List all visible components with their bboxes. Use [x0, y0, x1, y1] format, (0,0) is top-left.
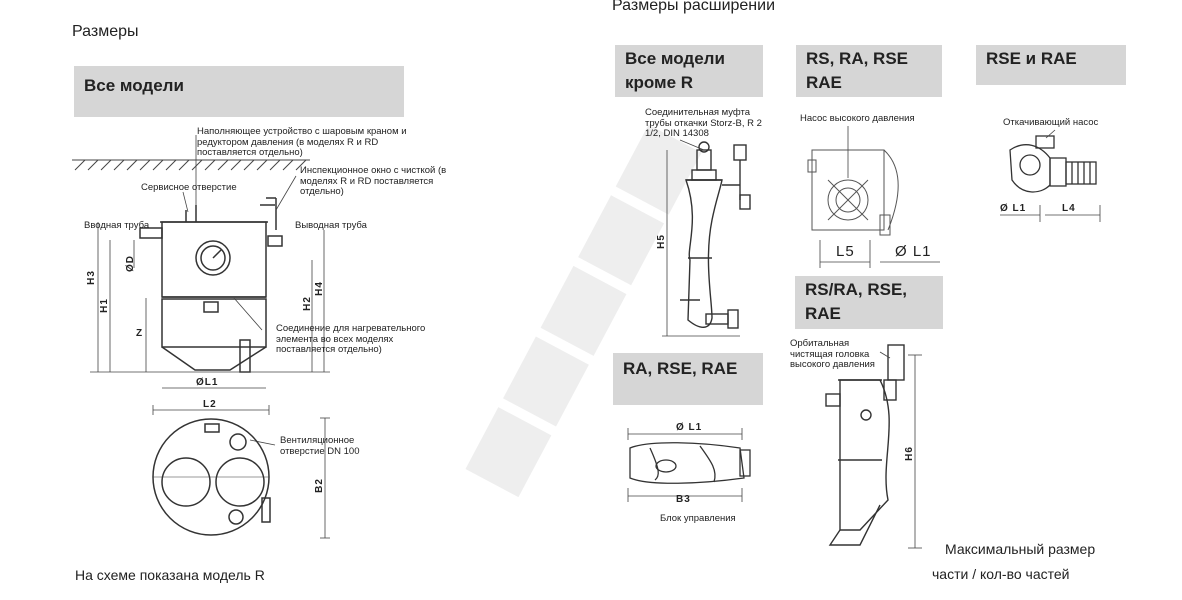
dim-z: Z: [136, 328, 144, 339]
right-section-title: Размеры расширении: [612, 0, 776, 14]
label-service: Сервисное отверстие: [141, 182, 237, 193]
dim-h5: H5: [655, 234, 667, 249]
header-all-except-r: Все модели кроме R: [615, 45, 763, 97]
right-footer-2: части / кол-во частей: [932, 566, 1070, 582]
label-heater: Соединение для нагревательного элемента …: [276, 323, 426, 355]
header-rs-ra-rse-rae-2: RS/RA, RSE, RAE: [795, 276, 943, 329]
label-coupling: Соединительная муфта трубы откачки Storz…: [645, 107, 762, 139]
dim-l2: L2: [203, 399, 217, 410]
header-rs-ra-rse-rae: RS, RA, RSE RAE: [796, 45, 942, 97]
dim-l4: L4: [1062, 203, 1076, 214]
label-suction-pump: Откачивающий насос: [1003, 117, 1099, 128]
header-rse-rae: RSE и RAE: [976, 45, 1126, 85]
label-hp-pump: Насос высокого давления: [800, 113, 915, 124]
dim-h6: H6: [903, 446, 915, 461]
left-section-title: Размеры: [72, 23, 139, 40]
dim-l1-suction: Ø L1: [1000, 203, 1027, 214]
dim-l5: L5: [836, 243, 855, 260]
dim-l1-control: Ø L1: [676, 422, 703, 433]
label-inlet: Вводная труба: [84, 220, 150, 231]
label-filler: Наполняющее устройство с шаровым краном …: [197, 126, 407, 158]
label-inspection: Инспекционное окно с чисткой (в моделях …: [300, 165, 447, 197]
left-footer: На схеме показана модель R: [75, 567, 265, 583]
dim-l1-pump: Ø L1: [895, 243, 932, 260]
header-all-models: Все модели: [74, 66, 404, 117]
label-orbital: Орбитальная чистящая головка высокого да…: [790, 338, 875, 370]
dim-l1: ØL1: [196, 377, 219, 388]
dim-b3: B3: [676, 494, 691, 505]
right-footer-1: Максимальный размер: [945, 541, 1096, 557]
label-control-unit: Блок управления: [660, 513, 736, 524]
header-ra-rse-rae: RA, RSE, RAE: [613, 353, 763, 405]
label-outlet: Выводная труба: [295, 220, 367, 231]
watermark-logo: [465, 124, 702, 498]
label-vent: Вентиляционное отверстие DN 100: [280, 435, 360, 457]
